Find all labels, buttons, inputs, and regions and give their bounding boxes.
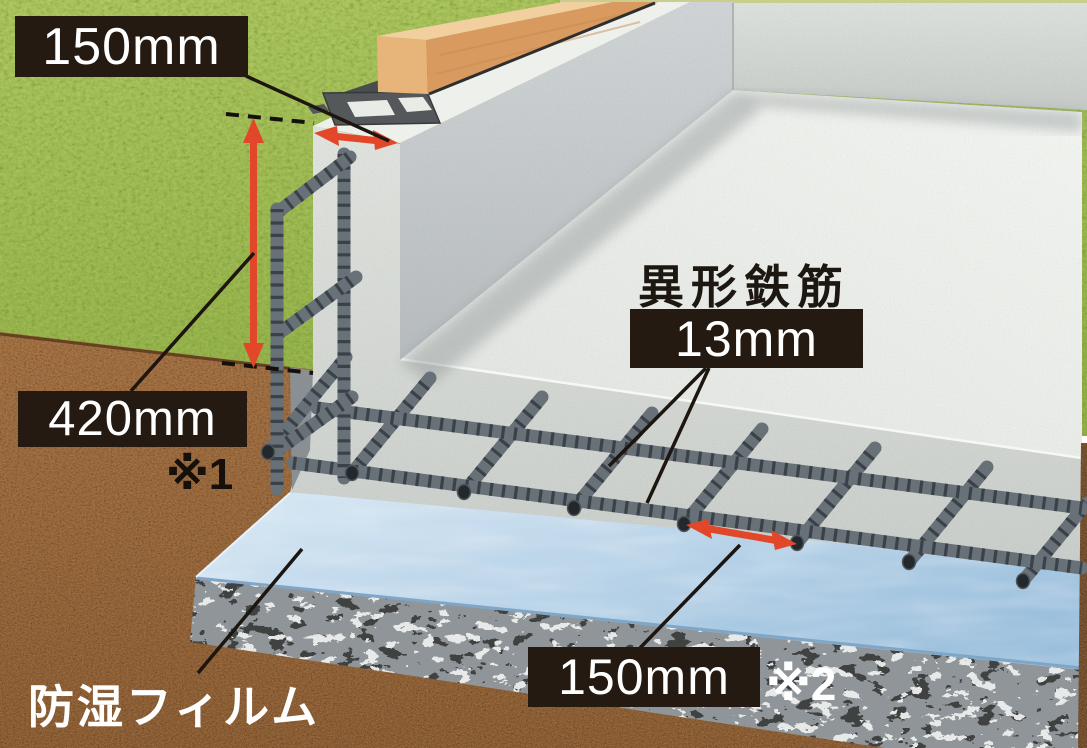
leader-wall-width <box>245 74 390 143</box>
grass-soil-edge <box>0 332 295 371</box>
wall-width-label: 150mm <box>42 17 221 76</box>
stem-height-label: 420mm <box>48 392 217 446</box>
wall-rebar-cage <box>270 147 363 496</box>
datum-line-ground <box>221 361 314 375</box>
slab-front-edge-highlight <box>399 357 1083 460</box>
far-wall-face <box>733 3 1087 110</box>
far-wall-base-shadow <box>733 92 1082 132</box>
film-front-edge <box>195 576 1083 670</box>
slab-rebar-longitudinal <box>286 401 1087 575</box>
stem-height-note: ※1 <box>166 450 234 499</box>
leader-film <box>196 547 304 675</box>
wood-sill-beam <box>377 1 658 96</box>
height-dimension-arrow <box>243 118 264 368</box>
leader-rebar-2 <box>645 367 711 504</box>
rebar-diameter-label-box: 13mm <box>630 309 863 368</box>
slab-top-surface <box>400 90 1082 458</box>
rebar-heading: 異形鉄筋 <box>638 261 850 313</box>
rebar-pitch-label-box: 150mm <box>528 647 760 707</box>
leader-rebar-1 <box>607 366 708 468</box>
rebar-pitch-dimension-arrow <box>686 519 797 550</box>
rebar-pitch-note: ※2 <box>766 658 837 710</box>
rebar-end-caps <box>260 443 1031 590</box>
film-label: 防湿フィルム <box>28 681 321 733</box>
datum-line-wall-top <box>225 112 315 125</box>
moisture-film <box>196 492 1082 670</box>
rebar-diameter-label: 13mm <box>675 310 818 367</box>
film-left-edge <box>195 492 291 578</box>
leader-stem-height <box>129 251 256 393</box>
leader-rebar-pitch <box>638 543 742 650</box>
grass-strip-top <box>560 0 1087 4</box>
wall-width-label-box: 150mm <box>15 16 248 77</box>
rebar-pitch-label: 150mm <box>558 649 730 705</box>
near-wall-face <box>400 2 733 360</box>
near-wall-base-shadow <box>400 92 762 384</box>
stem-height-label-box: 420mm <box>18 391 247 447</box>
